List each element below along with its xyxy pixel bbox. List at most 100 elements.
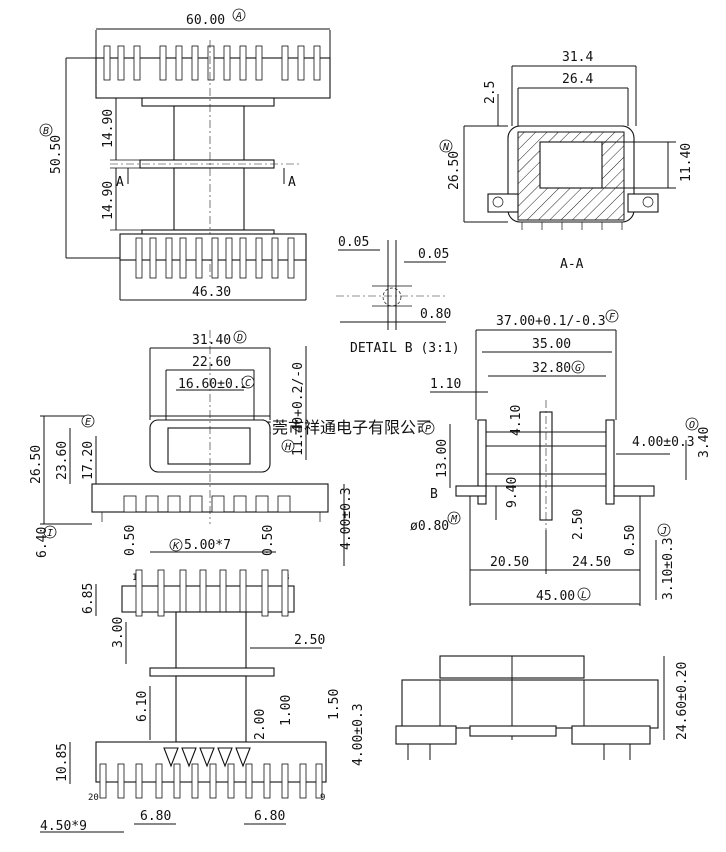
dim-slot-1: 1.00 (279, 695, 294, 726)
dim-outer-width: 31.4 (562, 50, 593, 65)
dim-slot-3: 3.00 (111, 617, 126, 648)
svg-text:J: J (660, 526, 667, 537)
dim-slot-2: 2.00 (253, 709, 268, 740)
svg-text:M: M (450, 514, 458, 525)
dim-pin-protrusion: 0.50 (623, 525, 638, 556)
dim-bottom-width: 46.30 (192, 285, 231, 300)
dim-right-span: 24.50 (572, 555, 611, 570)
svg-text:I: I (47, 528, 53, 539)
marker-b: B (39, 123, 53, 137)
dim-flange-gap: 4.10 (509, 405, 524, 436)
section-aa-view: 31.4 26.4 2.5 26.50 N 11.40 A-A (439, 50, 694, 272)
bottom-view: 1 8 6.85 3.00 2.50 6.10 2.00 1.00 1.50 4… (40, 569, 366, 834)
pin-label-start-lower: 20 (88, 793, 99, 803)
marker-k: K (169, 538, 183, 552)
dim-left-span: 20.50 (490, 555, 529, 570)
dim-lower-section: 14.90 (101, 181, 116, 220)
detail-b-view: 0.05 0.05 0.80 DETAIL B (3:1) (336, 235, 460, 356)
marker-c: C (241, 375, 255, 389)
dim-gap-right: 0.05 (418, 247, 449, 262)
dim-slot-15: 1.50 (327, 689, 342, 720)
dim-front-h2: 23.60 (55, 441, 70, 480)
detail-caption: DETAIL B (3:1) (350, 341, 460, 356)
upper-pins (135, 569, 289, 617)
dim-gap-left: 0.05 (338, 235, 369, 250)
svg-text:L: L (581, 590, 587, 601)
pin-label-start: 1 (132, 573, 137, 583)
dim-wall: 2.5 (483, 81, 498, 104)
marker-n: N (439, 139, 453, 153)
dim-side-328: 32.80 (532, 361, 571, 376)
dim-side-13: 13.00 (435, 439, 450, 478)
front-slots (123, 495, 291, 513)
dim-section-height: 26.50 (447, 151, 462, 190)
marker-a: A (232, 8, 246, 22)
svg-text:E: E (85, 417, 91, 428)
marker-g: G (571, 360, 585, 374)
section-mark-left: A (116, 175, 124, 190)
top-view: 60.00 A (39, 8, 331, 301)
company-watermark: 东莞市祥通电子有限公司 (256, 418, 432, 437)
svg-text:N: N (442, 142, 450, 153)
marker-o: O (685, 417, 699, 431)
dim-slot: 0.80 (420, 307, 451, 322)
dim-pin-stub: 3.10±0.3 (661, 537, 676, 600)
svg-text:C: C (245, 378, 251, 389)
dim-clearance-right: 0.50 (261, 525, 276, 556)
dim-inner-height: 11.40 (679, 143, 694, 182)
detail-b-ref: B (430, 487, 438, 502)
dim-top-width: 60.00 (186, 13, 225, 28)
marker-l: L (577, 587, 591, 601)
dim-core-height: 11.40+0.2/-0 (291, 362, 306, 456)
dim-slot-25: 2.50 (294, 633, 325, 648)
svg-text:P: P (425, 424, 431, 435)
dim-overall-height: 50.50 (49, 135, 64, 174)
svg-text:K: K (172, 541, 180, 552)
dim-front-mid: 22.60 (192, 355, 231, 370)
dim-gap-right-lower: 6.80 (254, 809, 285, 824)
dim-front-h3: 17.20 (81, 441, 96, 480)
dim-front-outer: 31.40 (192, 333, 231, 348)
assembled-side-view: 24.60±0.20 (395, 655, 690, 760)
svg-text:B: B (43, 126, 49, 137)
marker-j: J (657, 523, 671, 537)
section-caption: A-A (560, 257, 584, 272)
svg-text:A: A (235, 11, 242, 22)
svg-text:O: O (689, 420, 695, 431)
dim-pitch: 5.00*7 (184, 538, 231, 553)
marker-f: F (605, 309, 619, 323)
dim-side-35: 35.00 (532, 337, 571, 352)
dim-clearance-left: 0.50 (123, 525, 138, 556)
side-view: 37.00+0.1/-0.3 F 35.00 32.80 G 1.10 4.10… (410, 309, 712, 606)
dim-assembled-height: 24.60±0.20 (675, 662, 690, 740)
svg-text:D: D (236, 333, 243, 344)
dim-center-gap: 2.50 (571, 509, 586, 540)
section-mark-right: A (288, 175, 296, 190)
top-flange-pins (103, 45, 321, 81)
dim-pin-offset: 4.00±0.3 (632, 435, 695, 450)
dim-front-total: 26.50 (29, 445, 44, 484)
svg-text:H: H (284, 442, 292, 453)
dim-bottom-pin-len: 4.00±0.3 (351, 703, 366, 766)
marker-m: M (447, 511, 461, 525)
dim-side-offset: 1.10 (430, 377, 461, 392)
dim-pin-dia: ø0.80 (410, 519, 449, 534)
dim-pitch-lower: 4.50*9 (40, 819, 87, 834)
dim-flange-height: 6.85 (81, 583, 96, 614)
dim-pin-length-right: 4.00±0.3 (339, 487, 354, 550)
dim-front-inner: 16.60±0.2 (178, 377, 248, 392)
dim-side-pin-height: 9.40 (505, 477, 520, 508)
pin-label-end-lower: 9 (320, 793, 325, 803)
dim-right-height: 3.40 (697, 427, 712, 458)
front-view: 31.40 D 22.60 16.60±0.2 C 26.50 23.60 E … (29, 330, 354, 566)
dim-side-total: 37.00+0.1/-0.3 (496, 314, 606, 329)
marker-p: P (421, 421, 435, 435)
svg-text:F: F (609, 312, 616, 323)
dim-slot-61: 6.10 (135, 691, 150, 722)
lower-v-slots (163, 747, 251, 768)
marker-e: E (81, 414, 95, 428)
dim-upper-section: 14.90 (101, 109, 116, 148)
marker-d: D (233, 330, 247, 344)
marker-i: I (43, 525, 57, 539)
